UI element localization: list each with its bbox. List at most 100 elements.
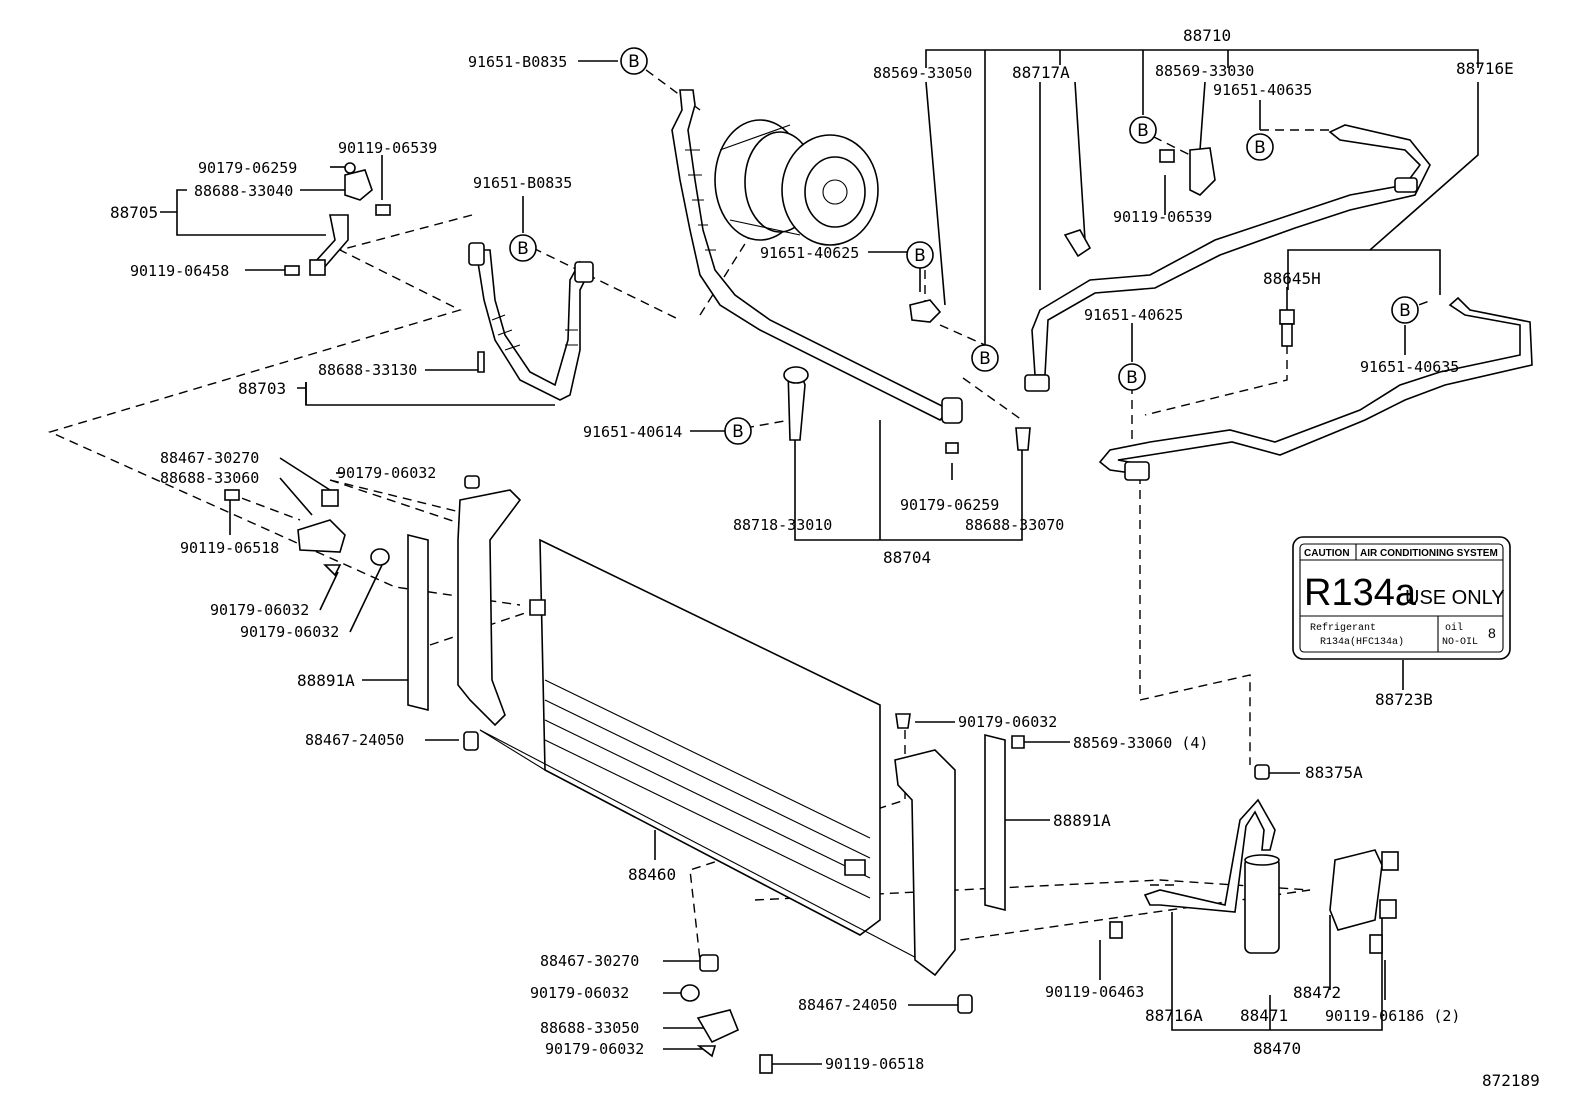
- part-label: 88688-33130: [318, 361, 417, 379]
- group-label: 88704: [883, 548, 931, 567]
- clip-88718: [783, 366, 809, 441]
- group-label: 88723B: [1375, 690, 1433, 709]
- part-label: 88467-30270: [160, 449, 259, 467]
- clamp-88569: [909, 147, 1216, 323]
- group-label: 88460: [628, 865, 676, 884]
- part-label: 91651-40625: [760, 244, 859, 262]
- svg-text:B: B: [1137, 121, 1149, 141]
- leader-lines: [160, 49, 1479, 1065]
- hose-suction-left: [468, 242, 594, 401]
- part-label: 91651-40614: [583, 423, 682, 441]
- svg-text:B: B: [914, 246, 926, 266]
- refrigerant-code: R134a: [1304, 572, 1417, 614]
- pipe-88716A-upper: [1098, 296, 1533, 481]
- svg-text:B: B: [732, 422, 744, 442]
- part-label: 90119-06539: [1113, 208, 1212, 226]
- group-label: 88717A: [1012, 63, 1070, 82]
- svg-text:B: B: [1254, 138, 1266, 158]
- group-label: 88710: [1183, 26, 1231, 45]
- part-label: 90179-06032: [958, 713, 1057, 731]
- refrigerant-heading: Refrigerant: [1310, 622, 1376, 634]
- part-label: 90119-06518: [180, 539, 279, 557]
- part-label: 90119-06463: [1045, 983, 1144, 1001]
- part-label: 91651-40635: [1213, 81, 1312, 99]
- oil-value: NO-OIL: [1442, 637, 1478, 648]
- part-label: 90179-06259: [198, 159, 297, 177]
- bracket-88705: [284, 162, 391, 276]
- use-only-text: USE ONLY: [1405, 587, 1505, 609]
- svg-text:B: B: [979, 349, 991, 369]
- part-label: 90179-06032: [240, 623, 339, 641]
- pipe-88716E: [1024, 124, 1431, 392]
- part-label: 90119-06518: [825, 1055, 924, 1073]
- svg-text:B: B: [628, 52, 640, 72]
- part-label: 91651-B0835: [468, 53, 567, 71]
- svg-text:B: B: [1126, 368, 1138, 388]
- group-label: 88645H: [1263, 269, 1321, 288]
- oil-heading: oil: [1445, 622, 1463, 634]
- clip-88688-33130: [477, 351, 485, 373]
- bolt-90179-06259-mid: [945, 442, 959, 454]
- ref-b-marker: B: [724, 417, 752, 445]
- bracket-upper-left: [224, 475, 480, 577]
- condenser-88460: [479, 538, 931, 966]
- part-label: 88569-33060 (4): [1073, 734, 1208, 752]
- part-label: 88569-33030: [1155, 62, 1254, 80]
- group-label: 88472: [1293, 983, 1341, 1002]
- part-label: 88688-33060: [160, 469, 259, 487]
- svg-text:B: B: [517, 239, 529, 259]
- part-label: 88467-24050: [798, 996, 897, 1014]
- radiator-side-left: [407, 489, 522, 727]
- part-label: 88718-33010: [733, 516, 832, 534]
- switch-88645H: [1279, 309, 1295, 347]
- ref-b-marker: B: [1391, 296, 1419, 324]
- group-label: 88705: [110, 203, 158, 222]
- part-label: 88688-33040: [194, 182, 293, 200]
- part-label: 88688-33070: [965, 516, 1064, 534]
- grommets-bottom-left: [463, 731, 973, 1074]
- hose-discharge: [671, 89, 963, 424]
- part-label: 90179-06032: [337, 464, 436, 482]
- group-label: 88891A: [297, 671, 355, 690]
- ref-b-marker: B: [906, 241, 934, 269]
- part-label: 88467-24050: [305, 731, 404, 749]
- part-label: 90119-06539: [338, 139, 437, 157]
- ref-b-marker: B: [971, 344, 999, 372]
- compressor: [714, 119, 879, 246]
- part-label: 90179-06032: [530, 984, 629, 1002]
- part-label: 88569-33050: [873, 64, 972, 82]
- part-label: 91651-40625: [1084, 306, 1183, 324]
- part-label: 90119-06458: [130, 262, 229, 280]
- bolt-88688-33070: [1015, 427, 1031, 451]
- caution-title: AIR CONDITIONING SYSTEM: [1360, 548, 1498, 559]
- group-label: 88470: [1253, 1039, 1301, 1058]
- ref-b-marker: B: [1129, 116, 1157, 144]
- radiator-side-right: [894, 713, 1025, 977]
- caution-heading: CAUTION: [1304, 548, 1350, 559]
- part-label: 91651-B0835: [473, 174, 572, 192]
- part-label: 88688-33050: [540, 1019, 639, 1037]
- refrigerant-type: R134a(HFC134a): [1320, 636, 1404, 648]
- caution-label: CAUTION AIR CONDITIONING SYSTEM R134a US…: [1292, 536, 1511, 660]
- ref-b-marker: B: [509, 234, 537, 262]
- part-label: 88467-30270: [540, 952, 639, 970]
- group-label: 88471: [1240, 1006, 1288, 1025]
- group-label: 88716E: [1456, 59, 1514, 78]
- part-label: 90179-06259: [900, 496, 999, 514]
- part-label: 91651-40635: [1360, 358, 1459, 376]
- bracket-88472: [1329, 849, 1399, 954]
- ref-markers: B B B B B B B B B: [509, 47, 1419, 445]
- part-label: 90119-06186 (2): [1325, 1007, 1460, 1025]
- oil-code: 8: [1488, 625, 1496, 641]
- ref-b-marker: B: [1118, 363, 1146, 391]
- part-label: 90179-06032: [545, 1040, 644, 1058]
- receiver-88471: [1109, 764, 1280, 954]
- svg-text:B: B: [1399, 301, 1411, 321]
- diagram-number: 872189: [1482, 1071, 1540, 1090]
- part-label: 90179-06032: [210, 601, 309, 619]
- part-labels: 91651-B0835 91651-B0835 90119-06539 9017…: [110, 26, 1540, 1090]
- group-label: 88375A: [1305, 763, 1363, 782]
- group-label: 88703: [238, 379, 286, 398]
- group-label: 88716A: [1145, 1006, 1203, 1025]
